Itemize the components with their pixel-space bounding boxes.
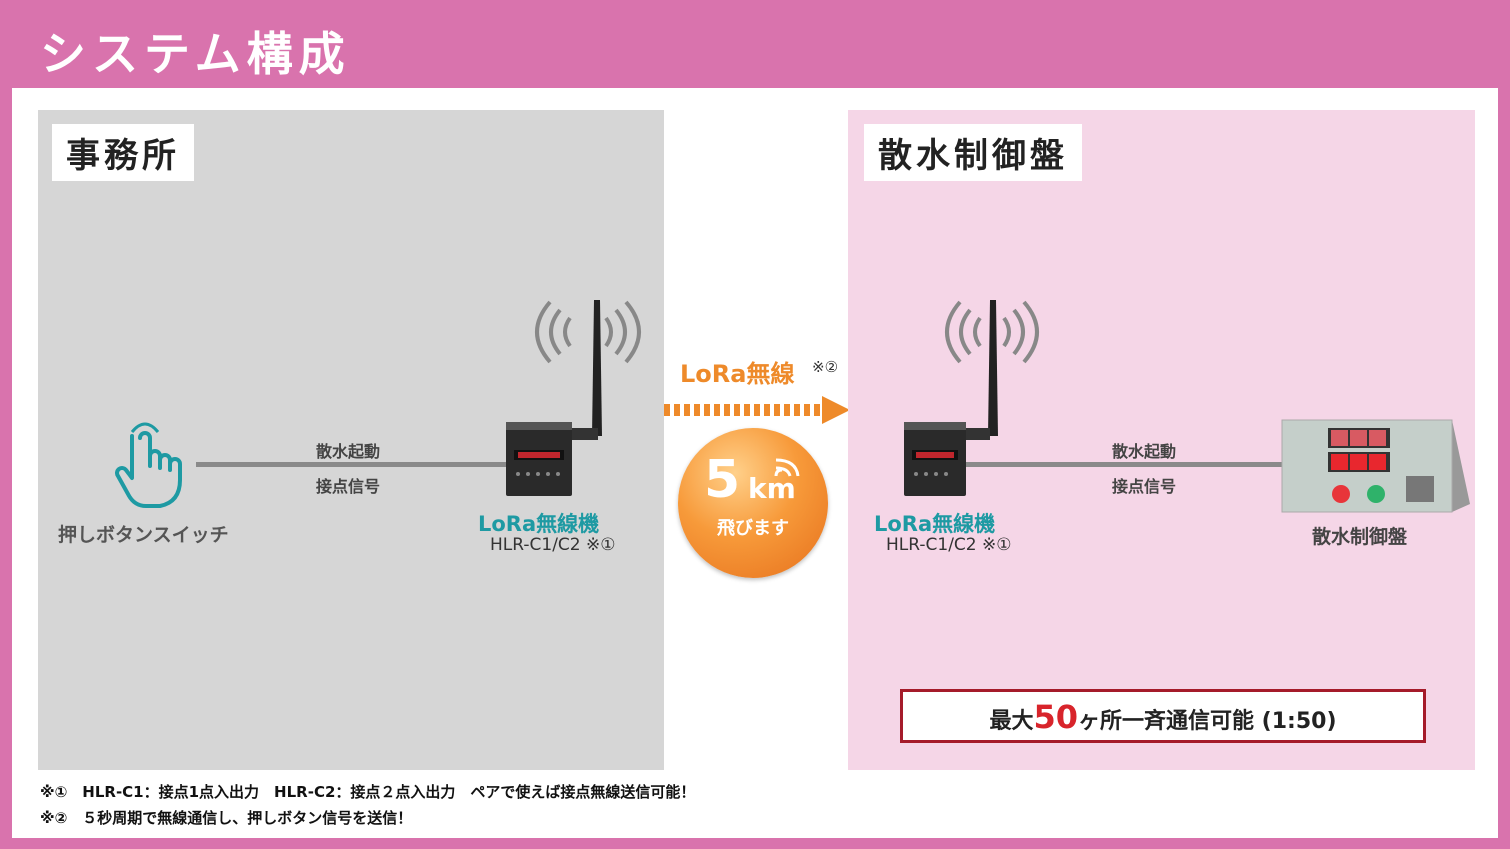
panel-device-model: HLR-C1/C2 ※① (886, 535, 1012, 555)
max-suffix: ヶ所一斉通信可能 (1:50) (1078, 709, 1337, 734)
office-device-model: HLR-C1/C2 ※① (490, 535, 616, 555)
lora-arrow (664, 396, 850, 424)
control-panel-icon (1281, 419, 1470, 513)
max-connections-text: 最大50ヶ所一斉通信可能 (1:50) (903, 698, 1423, 736)
hand-pointer-icon (115, 422, 182, 508)
panel-device-name: LoRa無線機 (874, 512, 996, 536)
footnote-2: ※② ５秒周期で無線通信し、押しボタン信号を送信！ (40, 809, 413, 827)
push-button-caption: 押しボタンスイッチ (58, 524, 229, 546)
office-label: 事務所 (52, 124, 194, 181)
control-panel-label: 散水制御盤 (864, 124, 1082, 181)
max-connections-box: 最大50ヶ所一斉通信可能 (1:50) (900, 689, 1426, 743)
office-signal-line (196, 462, 511, 467)
range-text: 飛びます (717, 518, 789, 539)
panel-signal-line (966, 462, 1284, 467)
range-number: 5 (704, 450, 741, 510)
panel-signal-label2: 接点信号 (1112, 477, 1177, 496)
office-device-image (506, 300, 641, 496)
office-signal-label2: 接点信号 (316, 477, 381, 496)
range-unit: km (748, 472, 796, 505)
max-number: 50 (1033, 698, 1079, 736)
control-panel-caption: 散水制御盤 (1312, 526, 1408, 548)
wifi-waves-icon (945, 300, 1039, 364)
max-prefix: 最大 (989, 709, 1034, 734)
antenna-icon (988, 300, 998, 436)
footnote-1: ※① HLR-C1：接点1点入出力 HLR-C2：接点２点入出力 ペアで使えば接… (40, 783, 696, 801)
signal-icon (774, 458, 800, 477)
panel-device-image (904, 300, 1039, 496)
lora-link-note: ※② (812, 358, 839, 376)
panel-signal-label1: 散水起動 (1112, 442, 1177, 461)
office-device-name: LoRa無線機 (478, 512, 600, 536)
range-badge: 5 km 飛びます (678, 428, 828, 578)
antenna-icon (592, 300, 602, 436)
page-title: システム構成 (40, 27, 351, 81)
office-signal-label1: 散水起動 (316, 442, 381, 461)
lora-link-label: LoRa無線 (680, 360, 795, 388)
wifi-waves-icon (535, 300, 641, 364)
